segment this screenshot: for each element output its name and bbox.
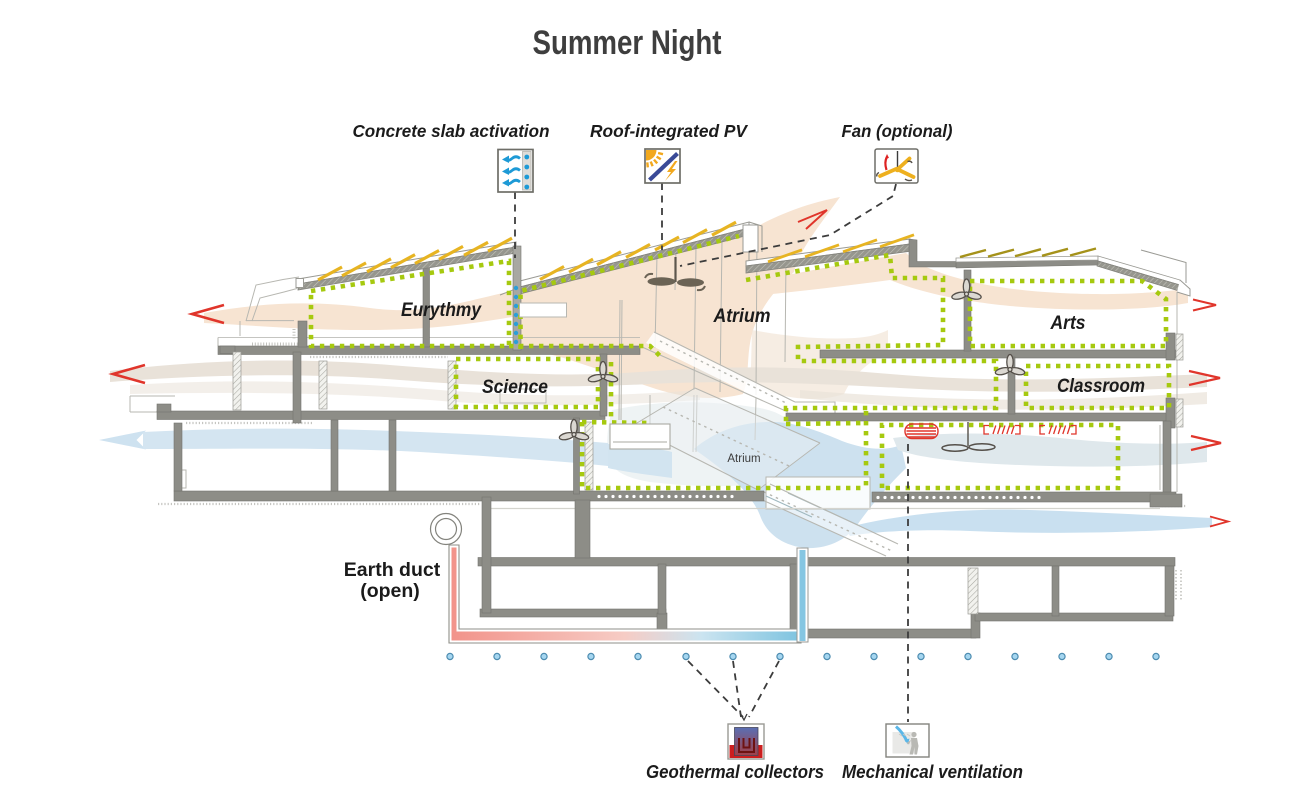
svg-text:Arts: Arts: [1050, 312, 1086, 334]
svg-text:Concrete slab activation: Concrete slab activation: [353, 121, 550, 141]
svg-text:Atrium: Atrium: [727, 453, 760, 465]
svg-text:Classroom: Classroom: [1057, 375, 1145, 397]
svg-text:Fan (optional): Fan (optional): [842, 121, 953, 141]
svg-text:Atrium: Atrium: [713, 305, 771, 327]
svg-text:Mechanical ventilation: Mechanical ventilation: [842, 761, 1023, 782]
svg-text:Science: Science: [482, 376, 548, 398]
svg-text:Eurythmy: Eurythmy: [401, 299, 482, 321]
svg-text:Roof-integrated PV: Roof-integrated PV: [590, 121, 748, 141]
svg-text:Geothermal collectors: Geothermal collectors: [646, 761, 824, 782]
svg-text:(open): (open): [360, 580, 420, 602]
svg-text:Earth duct: Earth duct: [344, 559, 441, 581]
svg-text:Summer Night: Summer Night: [533, 24, 722, 62]
